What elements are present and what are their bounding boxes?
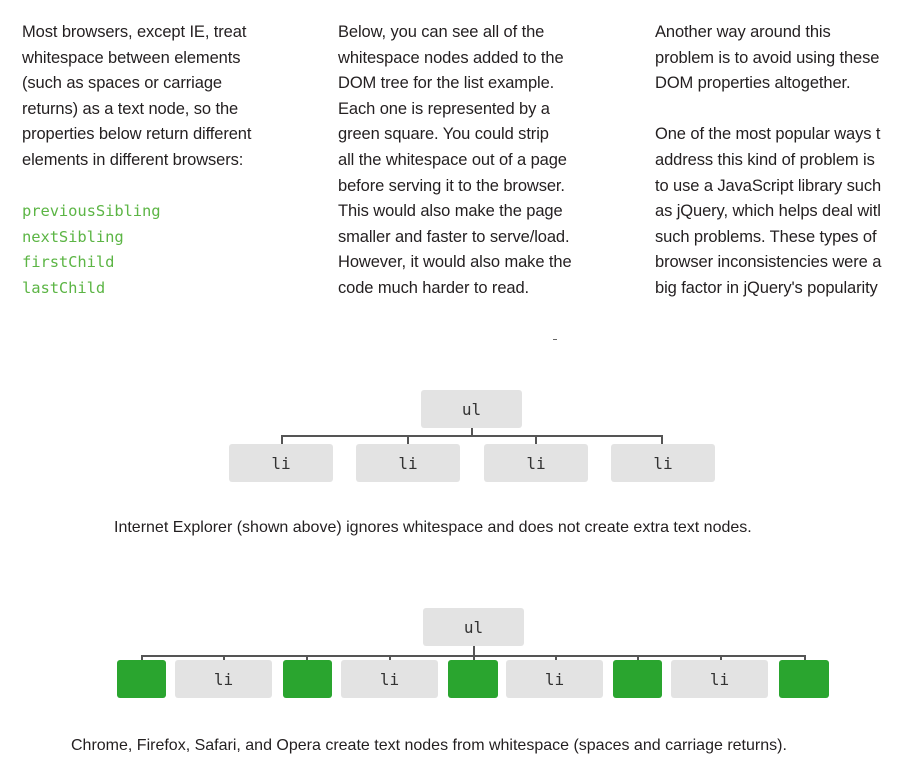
text-line: smaller and faster to serve/load. (338, 227, 570, 246)
node-label: li (709, 669, 730, 689)
property-first-child: firstChild (22, 253, 115, 272)
text-line: such problems. These types of (655, 227, 877, 246)
connector-line (281, 435, 663, 437)
whitespace-text-node (448, 660, 498, 698)
connector-line (223, 655, 225, 661)
connector-line (473, 646, 475, 656)
text-line: green square. You could strip (338, 125, 549, 144)
text-line: (such as spaces or carriage (22, 74, 222, 93)
text-line: However, it would also make the (338, 253, 572, 272)
whitespace-text-node (779, 660, 829, 698)
connector-line (306, 655, 308, 661)
connector-line (637, 655, 639, 661)
whitespace-column: Below, you can see all of the whitespace… (338, 20, 638, 302)
node-label: li (653, 453, 673, 473)
li-node: li (484, 444, 588, 482)
li-node: li (229, 444, 333, 482)
text-line: DOM properties altogether. (655, 74, 851, 93)
text-line: to use a JavaScript library such (655, 176, 882, 195)
connector-line (535, 435, 537, 445)
node-label: ul (461, 399, 482, 419)
connector-line (661, 435, 663, 445)
text-line: One of the most popular ways t (655, 125, 881, 144)
connector-line (555, 655, 557, 661)
whitespace-text-node (283, 660, 332, 698)
li-node: li (356, 444, 460, 482)
whitespace-diagram-caption: Chrome, Firefox, Safari, and Opera creat… (71, 737, 787, 754)
text-line: Each one is represented by a (338, 99, 550, 118)
node-label: li (544, 669, 565, 689)
li-node: li (506, 660, 603, 698)
connector-line (389, 655, 391, 661)
whitespace-text-node (117, 660, 166, 698)
node-label: li (379, 669, 400, 689)
node-label: li (271, 453, 291, 473)
ie-diagram-caption: Internet Explorer (shown above) ignores … (114, 519, 752, 536)
text-line: Another way around this (655, 23, 831, 41)
node-label: li (213, 669, 234, 689)
text-line: address this kind of problem is (655, 150, 875, 169)
text-line: properties below return different (22, 125, 252, 144)
text-line: big factor in jQuery's popularity (655, 278, 878, 297)
li-node: li (175, 660, 272, 698)
alternative-column: Another way around this problem is to av… (655, 20, 907, 302)
li-node: li (671, 660, 768, 698)
text-line: Below, you can see all of the (338, 23, 545, 41)
connector-line (407, 435, 409, 445)
whitespace-text-node (613, 660, 662, 698)
node-label: ul (463, 617, 484, 637)
text-line: This would also make the page (338, 202, 563, 221)
property-next-sibling: nextSibling (22, 227, 124, 246)
node-label: li (398, 453, 418, 473)
text-line: whitespace nodes added to the (338, 48, 564, 67)
node-label: li (526, 453, 546, 473)
property-last-child: lastChild (22, 278, 106, 297)
text-line: code much harder to read. (338, 278, 530, 297)
connector-line (720, 655, 722, 661)
li-node: li (341, 660, 438, 698)
text-line: browser inconsistencies were a (655, 253, 882, 272)
text-line: as jQuery, which helps deal witl (655, 202, 881, 221)
text-line: elements in different browsers: (22, 150, 244, 169)
connector-line (804, 655, 806, 661)
connector-line (471, 428, 473, 436)
stray-mark (553, 339, 557, 340)
property-previous-sibling: previousSibling (22, 202, 161, 221)
ul-node: ul (421, 390, 522, 428)
connector-line (141, 655, 143, 661)
text-line: before serving it to the browser. (338, 176, 565, 195)
text-line: problem is to avoid using these (655, 48, 880, 67)
text-line: returns) as a text node, so the (22, 99, 239, 118)
ul-node: ul (423, 608, 524, 646)
intro-column: Most browsers, except IE, treat whitespa… (22, 20, 322, 302)
connector-line (281, 435, 283, 445)
text-line: DOM tree for the list example. (338, 74, 555, 93)
text-line: whitespace between elements (22, 48, 241, 67)
text-line: all the whitespace out of a page (338, 150, 567, 169)
li-node: li (611, 444, 715, 482)
text-line: Most browsers, except IE, treat (22, 23, 247, 41)
connector-line (473, 655, 475, 661)
